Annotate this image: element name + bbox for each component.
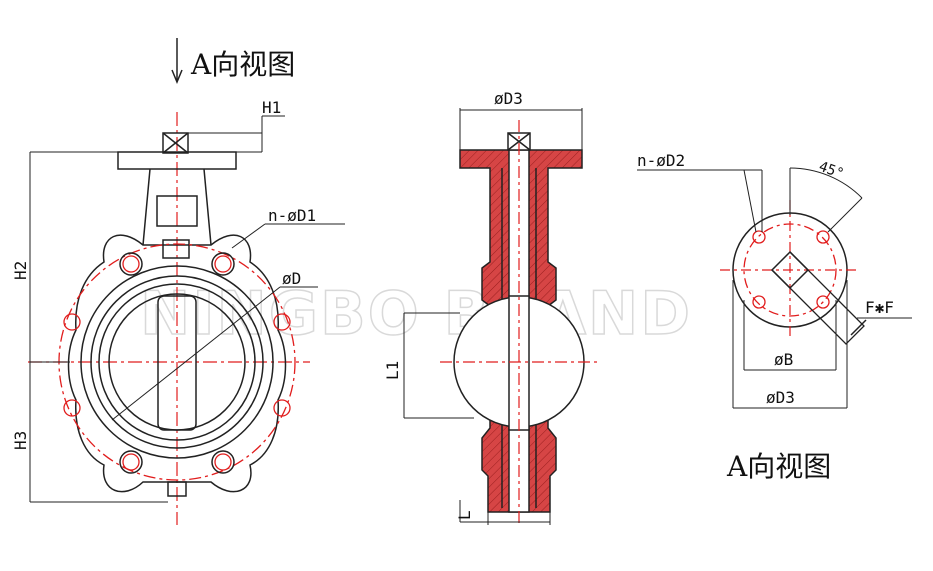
label-b: øB bbox=[774, 350, 793, 369]
watermark: NINGBO BRAND bbox=[140, 279, 692, 349]
label-ff: F✱F bbox=[865, 298, 894, 317]
label-h3: H3 bbox=[11, 431, 30, 450]
label-d: øD bbox=[282, 269, 301, 288]
front-view bbox=[28, 38, 345, 525]
front-view-title: A向视图 bbox=[190, 48, 295, 81]
label-l1: L1 bbox=[383, 361, 402, 380]
label-l: L bbox=[455, 510, 474, 520]
side-section-view bbox=[403, 108, 600, 525]
label-angle: 45° bbox=[817, 159, 846, 183]
label-n-d1: n-øD1 bbox=[268, 206, 316, 225]
label-d3-side: øD3 bbox=[494, 89, 523, 108]
top-view bbox=[637, 167, 912, 409]
top-view-title: A向视图 bbox=[726, 450, 831, 483]
label-n-d2: n-øD2 bbox=[637, 151, 685, 170]
label-h2: H2 bbox=[11, 261, 30, 280]
label-h1: H1 bbox=[262, 98, 281, 117]
label-d3-top: øD3 bbox=[766, 388, 795, 407]
